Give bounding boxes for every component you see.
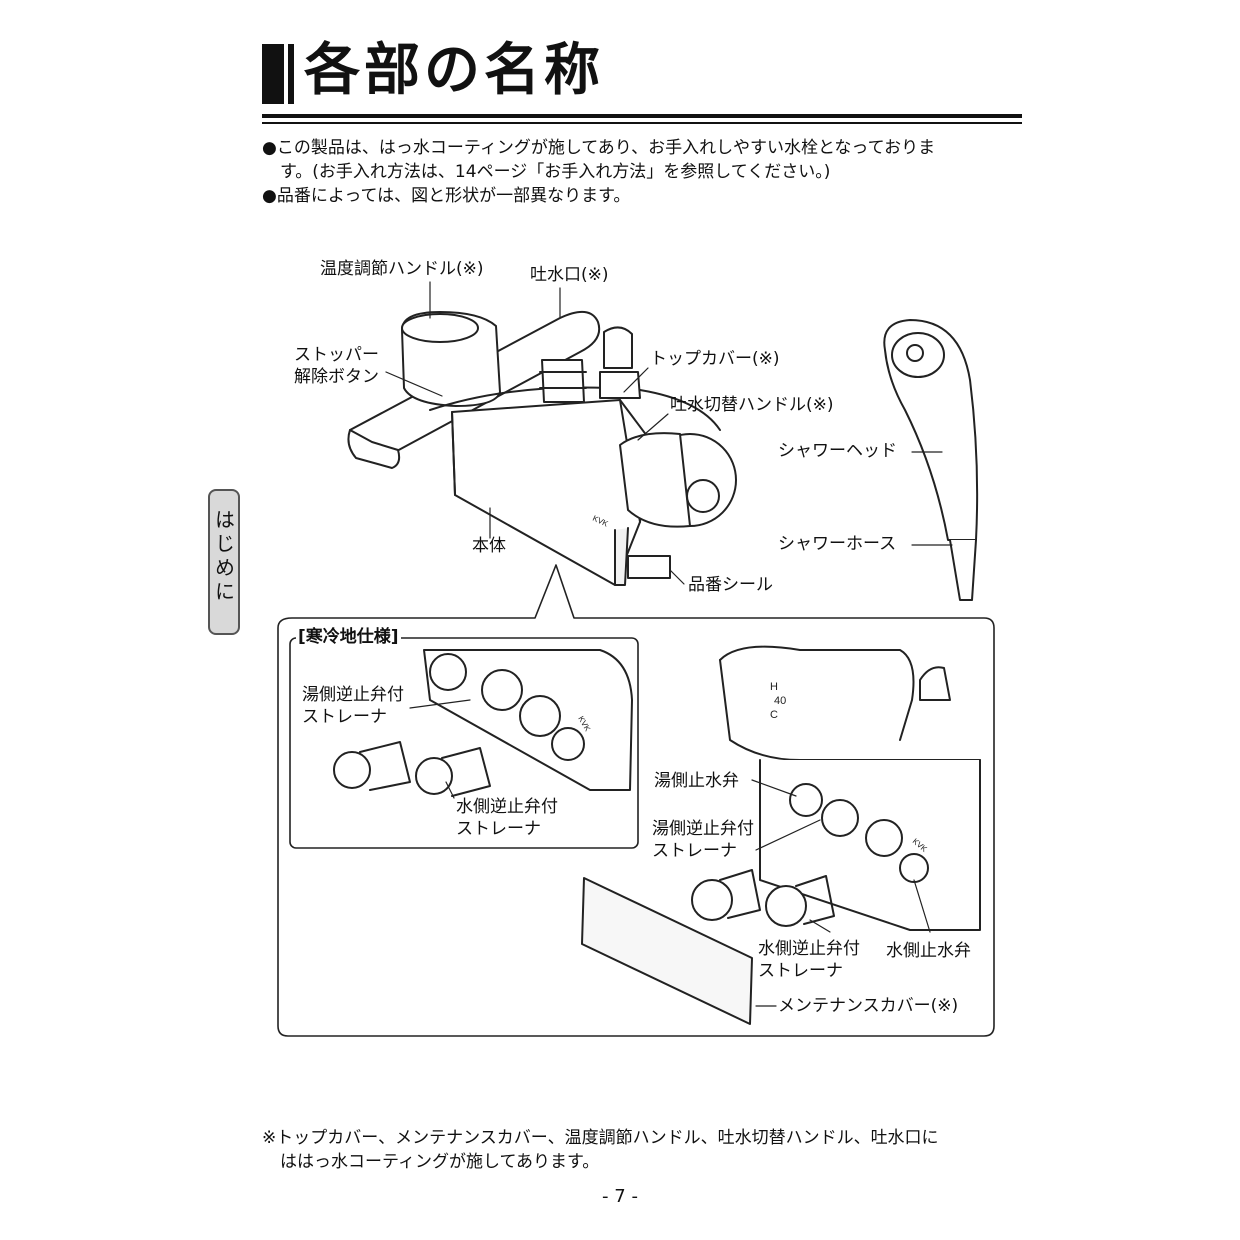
cold-inset-hot-strainer [333,751,371,789]
dial-mark-h: H [770,681,778,693]
label-spout: 吐水口(※) [530,265,609,285]
label-maintenance-cover: メンテナンスカバー(※) [778,996,959,1016]
label-temp-handle: 温度調節ハンドル(※) [320,259,484,279]
label-shower-hose: シャワーホース [778,534,897,554]
shower-hose-shape [949,539,977,601]
cold-inlet-fitting [603,326,633,369]
label-hot-strainer-line1: 湯側逆止弁付 [302,685,404,705]
footnote-line-2: ははっ水コーティングが施してあります。 [280,1152,600,1172]
label-switch-handle: 吐水切替ハンドル(※) [670,395,834,415]
title-rule-thin [262,122,1022,124]
footnote-line-1: ※トップカバー、メンテナンスカバー、温度調節ハンドル、吐水切替ハンドル、吐水口に [262,1128,939,1148]
label-stopper-line2: 解除ボタン [294,367,379,387]
cold-region-illustration [333,649,633,797]
page-number: - 7 - [602,1186,638,1207]
cold-inset-cold-strainer [415,757,453,795]
hot-inlet-fitting [541,359,585,403]
maintenance-cover-shape [581,877,753,1025]
title-bar-decoration [262,44,284,104]
hot-strainer-b-shape [691,879,733,921]
cold-strainer-b-shape [765,885,807,927]
label-hot-stop-valve: 湯側止水弁 [654,771,739,791]
label-stopper-line1: ストッパー [294,345,379,365]
label-serial-seal: 品番シール [688,575,773,595]
dial-mark-40: 40 [774,695,786,707]
intro-text: ●この製品は、はっ水コーティングが施してあり、お手入れしやすい水栓となっておりま… [262,136,1032,208]
label-shower-head: シャワーヘッド [778,441,897,461]
title-rule-thick [262,114,1022,118]
label-cold-stop-valve: 水側止水弁 [886,941,971,961]
label-cold-strainer-b-line2: ストレーナ [758,961,843,981]
dial-mark-c: C [770,709,778,721]
label-top-cover: トップカバー(※) [650,349,780,369]
serial-seal-shape [627,555,671,579]
spout-tip [347,429,401,469]
label-hot-strainer-b-line1: 湯側逆止弁付 [652,819,754,839]
label-cold-strainer-line1: 水側逆止弁付 [456,797,558,817]
section-tab[interactable]: はじめに [208,489,240,635]
section-tab-label: はじめに [211,509,236,605]
cold-region-inset-box [289,637,639,849]
footnote: ※トップカバー、メンテナンスカバー、温度調節ハンドル、吐水切替ハンドル、吐水口に… [262,1126,1032,1174]
faucet-main-illustration [347,311,737,586]
label-hot-strainer-b-line2: ストレーナ [652,841,737,861]
leader-lines [385,281,953,1007]
hot-stop-valve-shape [789,783,823,817]
maintenance-illustration [581,645,981,1025]
shower-illustration [883,319,979,601]
intro-line-3: ●品番によっては、図と形状が一部異なります。 [262,186,631,206]
cold-stop-valve-shape [899,853,929,883]
detail-callout-box [277,564,995,1037]
label-cold-strainer-line2: ストレーナ [456,819,541,839]
title-bar-decoration-thin [288,44,294,104]
label-cold-strainer-b-line1: 水側逆止弁付 [758,939,860,959]
intro-line-2: す。(お手入れ方法は、14ページ「お手入れ方法」を参照してください。) [280,162,831,182]
label-body: 本体 [472,536,506,556]
intro-line-1: ●この製品は、はっ水コーティングが施してあり、お手入れしやすい水栓となっておりま [262,138,936,158]
label-cold-region-title: [寒冷地仕様] [296,626,401,648]
label-hot-strainer-line2: ストレーナ [302,707,387,727]
page-title: 各部の名称 [304,38,604,103]
